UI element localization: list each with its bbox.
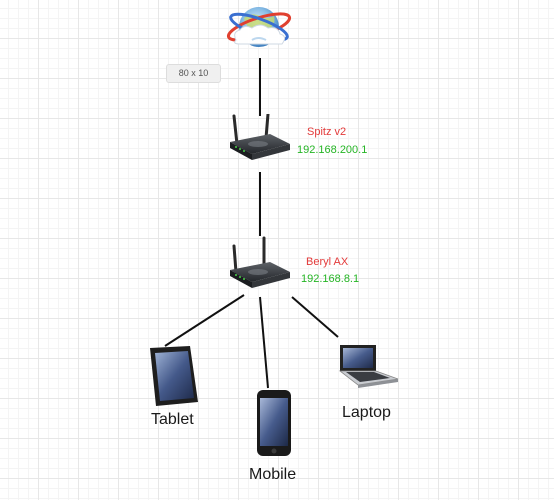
link-beryl-laptop	[291, 296, 339, 338]
laptop-icon	[338, 345, 399, 388]
router-spitz-ip: 192.168.200.1	[297, 144, 368, 156]
size-badge: 80 x 10	[166, 64, 221, 83]
tablet-label: Tablet	[151, 411, 194, 428]
wireless-router-icon	[230, 114, 290, 160]
laptop-node[interactable]	[334, 343, 400, 391]
globe-cloud-icon	[226, 7, 292, 47]
link-beryl-mobile	[259, 296, 269, 389]
router-beryl-name: Beryl AX	[306, 256, 349, 268]
internet-node[interactable]	[222, 2, 296, 56]
mobile-phone-icon	[257, 390, 291, 456]
router-spitz-node[interactable]	[226, 114, 294, 166]
router-spitz-name: Spitz v2	[307, 126, 347, 138]
router-beryl-node[interactable]	[226, 236, 294, 296]
tablet-node[interactable]	[146, 344, 200, 408]
mobile-node[interactable]	[254, 388, 296, 460]
link-beryl-tablet	[164, 294, 245, 347]
router-beryl-ip: 192.168.8.1	[301, 273, 360, 285]
laptop-label: Laptop	[342, 404, 391, 421]
tablet-icon	[150, 346, 198, 406]
wireless-router-icon	[230, 236, 290, 288]
mobile-label: Mobile	[249, 466, 297, 483]
